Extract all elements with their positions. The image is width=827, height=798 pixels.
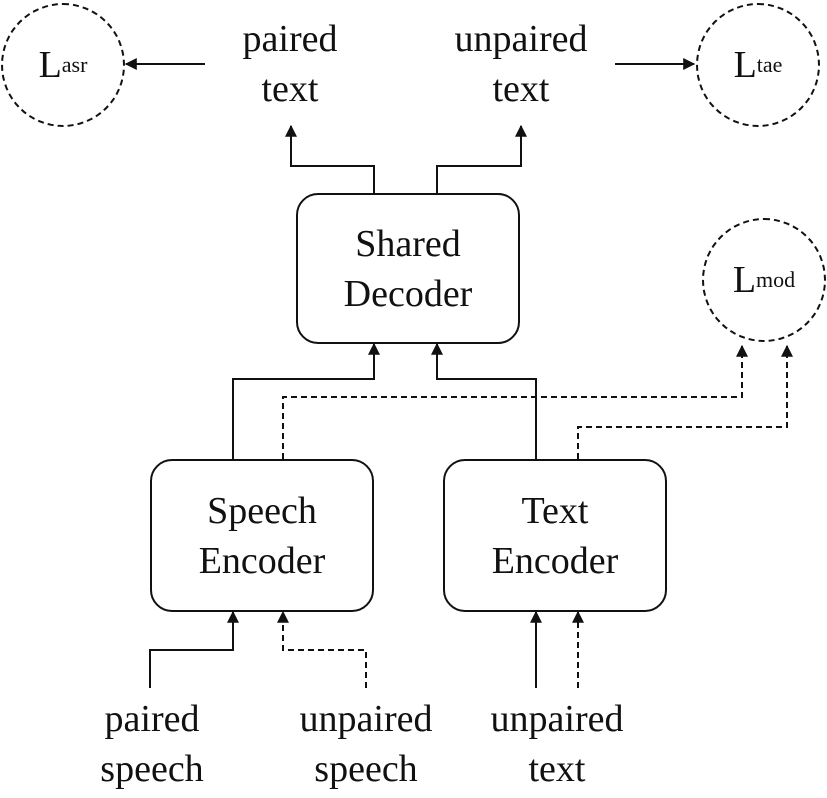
loss-asr-base: L: [38, 44, 62, 86]
speech-encoder-line-1: Speech: [207, 489, 317, 532]
edge-text-encoder-to-decoder: [431, 342, 537, 459]
edge-speech-encoder-to-decoder: [232, 342, 380, 459]
shared-decoder-line-1: Shared: [355, 222, 461, 265]
loss-mod-base: L: [732, 259, 757, 301]
loss-tae-base: L: [733, 44, 757, 86]
edge-decoder-to-unpaired-text: [436, 124, 527, 193]
input-paired-speech-line-1: paired: [104, 698, 200, 740]
output-paired-text-line-1: paired: [242, 18, 338, 60]
edge-paired-speech-to-speech-encoder: [149, 610, 239, 688]
edge-unpaired-speech-to-speech-encoder: [277, 610, 367, 688]
text-encoder-box: Text Encoder: [443, 459, 667, 612]
loss-tae-sub: tae: [756, 52, 783, 77]
output-paired-text-line-2: text: [261, 68, 319, 110]
edge-speech-encoder-to-lmod: [282, 344, 748, 459]
output-unpaired-text-line-1: unpaired: [454, 18, 588, 60]
text-encoder-line-1: Text: [521, 489, 589, 532]
edge-decoder-to-paired-text: [285, 124, 375, 193]
input-unpaired-speech-label: unpaired speech: [276, 694, 456, 794]
speech-encoder-box: Speech Encoder: [150, 459, 374, 612]
output-paired-text-label: paired text: [209, 14, 371, 114]
shared-decoder-box: Shared Decoder: [296, 193, 520, 344]
loss-asr-sub: asr: [61, 52, 88, 77]
input-unpaired-text-line-1: unpaired: [490, 698, 624, 740]
output-unpaired-text-label: unpaired text: [431, 14, 611, 114]
output-unpaired-text-line-2: text: [492, 68, 550, 110]
shared-decoder-line-2: Decoder: [343, 272, 473, 315]
input-unpaired-text-label: unpaired text: [467, 694, 647, 794]
input-unpaired-speech-line-2: speech: [314, 748, 418, 790]
loss-mod-sub: mod: [756, 267, 796, 292]
input-paired-speech-label: paired speech: [71, 694, 233, 794]
edge-text-encoder-to-lmod: [577, 344, 793, 459]
input-unpaired-text-line-2: text: [528, 748, 586, 790]
input-paired-speech-line-2: speech: [100, 748, 204, 790]
speech-encoder-line-2: Encoder: [198, 539, 326, 582]
input-unpaired-speech-line-1: unpaired: [299, 698, 433, 740]
text-encoder-line-2: Encoder: [491, 539, 619, 582]
